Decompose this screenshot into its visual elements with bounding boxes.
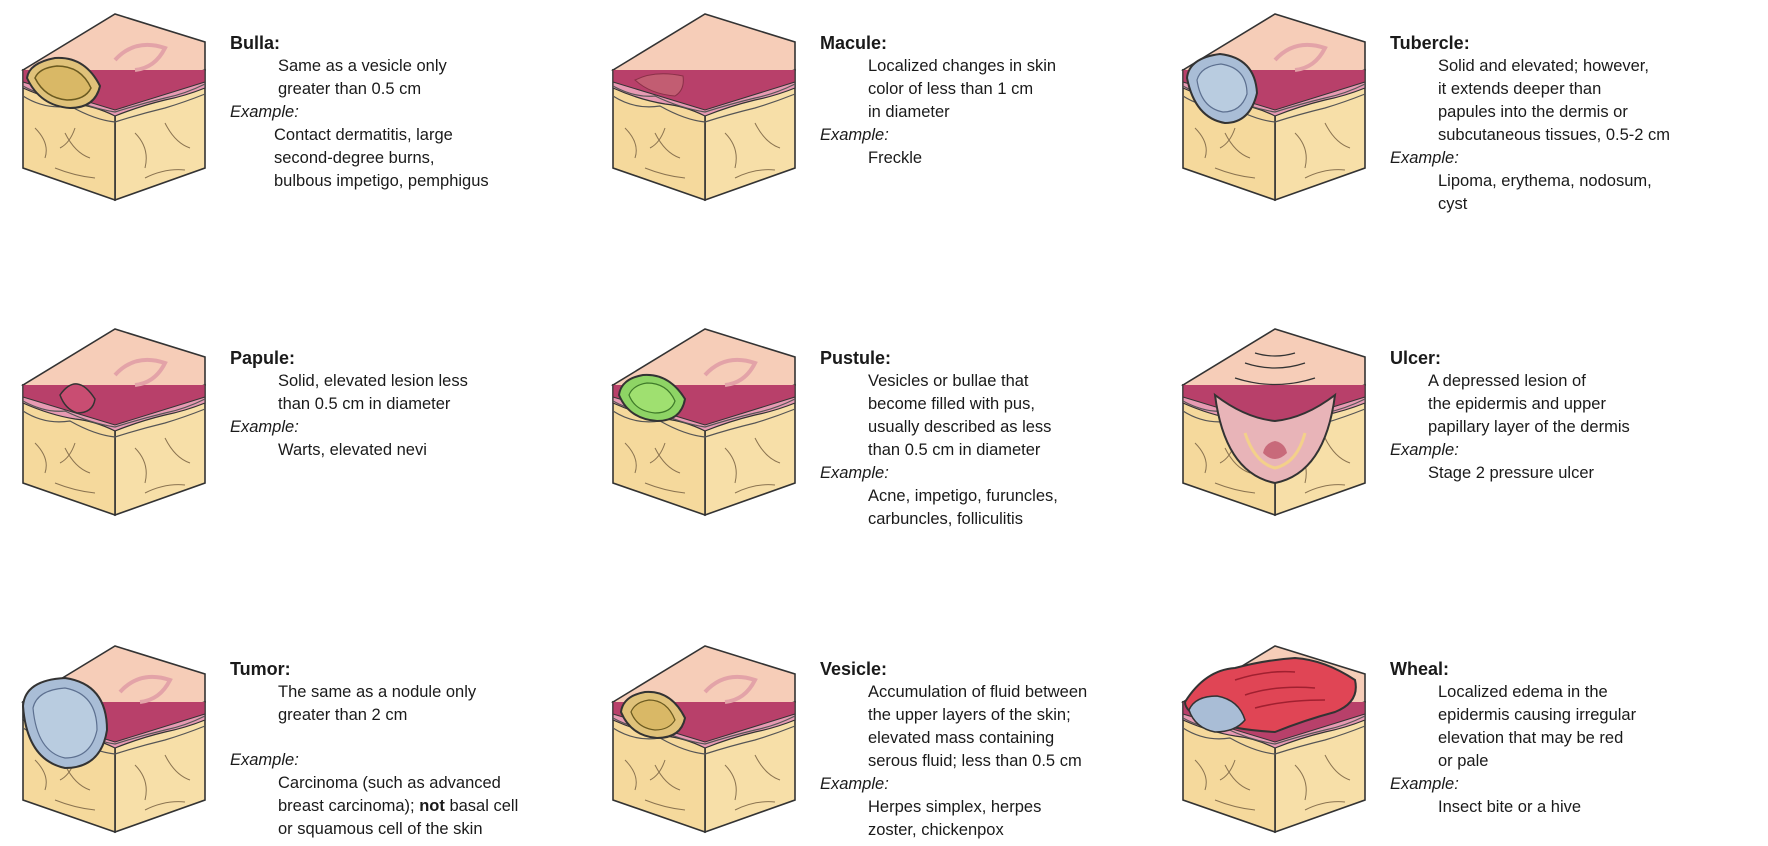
- pustule-title: Pustule:: [820, 347, 1150, 370]
- papule-desc-line: than 0.5 cm in diameter: [278, 393, 560, 416]
- vesicle-example-label: Example:: [820, 773, 1150, 796]
- macule-desc-line: in diameter: [868, 101, 1150, 124]
- tubercle-example-line: cyst: [1438, 193, 1720, 216]
- tumor-example-post: basal cell: [445, 797, 518, 815]
- bulla-desc-line: greater than 0.5 cm: [278, 78, 560, 101]
- wheal-desc-line: elevation that may be red: [1438, 727, 1720, 750]
- vesicle-desc-line: elevated mass containing: [868, 727, 1150, 750]
- pustule-example-label: Example:: [820, 462, 1150, 485]
- wheal-example-label: Example:: [1390, 773, 1720, 796]
- vesicle-example-line: Herpes simplex, herpes: [868, 796, 1150, 819]
- lesion-vesicle: Vesicle: Accumulation of fluid between t…: [590, 630, 1150, 830]
- bulla-example-line: bulbous impetigo, pemphigus: [274, 170, 560, 193]
- tumor-gap: [230, 727, 560, 749]
- lesion-macule: Macule: Localized changes in skin color …: [590, 0, 1150, 200]
- tubercle-desc-line: it extends deeper than: [1438, 78, 1720, 101]
- papule-illustration: [10, 323, 220, 523]
- pustule-desc-line: usually described as less: [868, 416, 1150, 439]
- tumor-desc-line: The same as a nodule only: [278, 681, 560, 704]
- macule-example-label: Example:: [820, 124, 1150, 147]
- tumor-text: Tumor: The same as a nodule only greater…: [230, 658, 560, 841]
- lesion-bulla: Bulla: Same as a vesicle only greater th…: [0, 0, 560, 200]
- lesion-ulcer: Ulcer: A depressed lesion of the epiderm…: [1160, 315, 1720, 515]
- wheal-illustration: [1170, 640, 1380, 840]
- papule-example-line: Warts, elevated nevi: [278, 439, 560, 462]
- wheal-desc-line: epidermis causing irregular: [1438, 704, 1720, 727]
- ulcer-desc-line: papillary layer of the dermis: [1428, 416, 1720, 439]
- lesion-pustule: Pustule: Vesicles or bullae that become …: [590, 315, 1150, 515]
- vesicle-illustration: [600, 640, 810, 840]
- pustule-desc-line: than 0.5 cm in diameter: [868, 439, 1150, 462]
- bulla-example-label: Example:: [230, 101, 560, 124]
- bulla-example-line: Contact dermatitis, large: [274, 124, 560, 147]
- wheal-desc-line: Localized edema in the: [1438, 681, 1720, 704]
- vesicle-desc-line: Accumulation of fluid between: [868, 681, 1150, 704]
- vesicle-desc-line: the upper layers of the skin;: [868, 704, 1150, 727]
- bulla-desc-line: Same as a vesicle only: [278, 55, 560, 78]
- papule-title: Papule:: [230, 347, 560, 370]
- macule-text: Macule: Localized changes in skin color …: [820, 32, 1150, 170]
- bulla-text: Bulla: Same as a vesicle only greater th…: [230, 32, 560, 193]
- lesion-wheal: Wheal: Localized edema in the epidermis …: [1160, 630, 1720, 830]
- tubercle-illustration: [1170, 8, 1380, 208]
- ulcer-desc-line: the epidermis and upper: [1428, 393, 1720, 416]
- vesicle-text: Vesicle: Accumulation of fluid between t…: [820, 658, 1150, 842]
- tumor-example-line: breast carcinoma); not basal cell: [278, 795, 560, 818]
- papule-text: Papule: Solid, elevated lesion less than…: [230, 347, 560, 462]
- lesion-papule: Papule: Solid, elevated lesion less than…: [0, 315, 560, 515]
- ulcer-title: Ulcer:: [1390, 347, 1720, 370]
- pustule-example-line: carbuncles, folliculitis: [868, 508, 1150, 531]
- vesicle-desc-line: serous fluid; less than 0.5 cm: [868, 750, 1150, 773]
- ulcer-text: Ulcer: A depressed lesion of the epiderm…: [1390, 347, 1720, 485]
- macule-title: Macule:: [820, 32, 1150, 55]
- pustule-illustration: [600, 323, 810, 523]
- macule-illustration: [600, 8, 810, 208]
- tumor-example-label: Example:: [230, 749, 560, 772]
- bulla-illustration: [10, 8, 220, 208]
- macule-example-line: Freckle: [868, 147, 1150, 170]
- vesicle-example-line: zoster, chickenpox: [868, 819, 1150, 842]
- tubercle-title: Tubercle:: [1390, 32, 1720, 55]
- wheal-text: Wheal: Localized edema in the epidermis …: [1390, 658, 1720, 819]
- ulcer-desc-line: A depressed lesion of: [1428, 370, 1720, 393]
- tumor-example-line: or squamous cell of the skin: [278, 818, 560, 841]
- tubercle-example-line: Lipoma, erythema, nodosum,: [1438, 170, 1720, 193]
- tubercle-text: Tubercle: Solid and elevated; however, i…: [1390, 32, 1720, 216]
- ulcer-example-label: Example:: [1390, 439, 1720, 462]
- bulla-example-line: second-degree burns,: [274, 147, 560, 170]
- tumor-desc-line: greater than 2 cm: [278, 704, 560, 727]
- pustule-desc-line: Vesicles or bullae that: [868, 370, 1150, 393]
- wheal-desc-line: or pale: [1438, 750, 1720, 773]
- tubercle-desc-line: Solid and elevated; however,: [1438, 55, 1720, 78]
- tumor-illustration: [10, 640, 220, 840]
- tumor-example-not: not: [419, 797, 445, 815]
- lesion-tubercle: Tubercle: Solid and elevated; however, i…: [1160, 0, 1720, 200]
- wheal-example-line: Insect bite or a hive: [1438, 796, 1720, 819]
- lesion-tumor: Tumor: The same as a nodule only greater…: [0, 630, 560, 830]
- papule-example-label: Example:: [230, 416, 560, 439]
- tumor-example-line: Carcinoma (such as advanced: [278, 772, 560, 795]
- vesicle-title: Vesicle:: [820, 658, 1150, 681]
- pustule-desc-line: become filled with pus,: [868, 393, 1150, 416]
- tumor-example-pre: breast carcinoma);: [278, 797, 419, 815]
- tubercle-example-label: Example:: [1390, 147, 1720, 170]
- ulcer-example-line: Stage 2 pressure ulcer: [1428, 462, 1720, 485]
- ulcer-illustration: [1170, 323, 1380, 523]
- tubercle-desc-line: subcutaneous tissues, 0.5-2 cm: [1438, 124, 1720, 147]
- pustule-text: Pustule: Vesicles or bullae that become …: [820, 347, 1150, 531]
- wheal-title: Wheal:: [1390, 658, 1720, 681]
- macule-desc-line: Localized changes in skin: [868, 55, 1150, 78]
- pustule-example-line: Acne, impetigo, furuncles,: [868, 485, 1150, 508]
- tumor-title: Tumor:: [230, 658, 560, 681]
- papule-desc-line: Solid, elevated lesion less: [278, 370, 560, 393]
- bulla-title: Bulla:: [230, 32, 560, 55]
- macule-desc-line: color of less than 1 cm: [868, 78, 1150, 101]
- tubercle-desc-line: papules into the dermis or: [1438, 101, 1720, 124]
